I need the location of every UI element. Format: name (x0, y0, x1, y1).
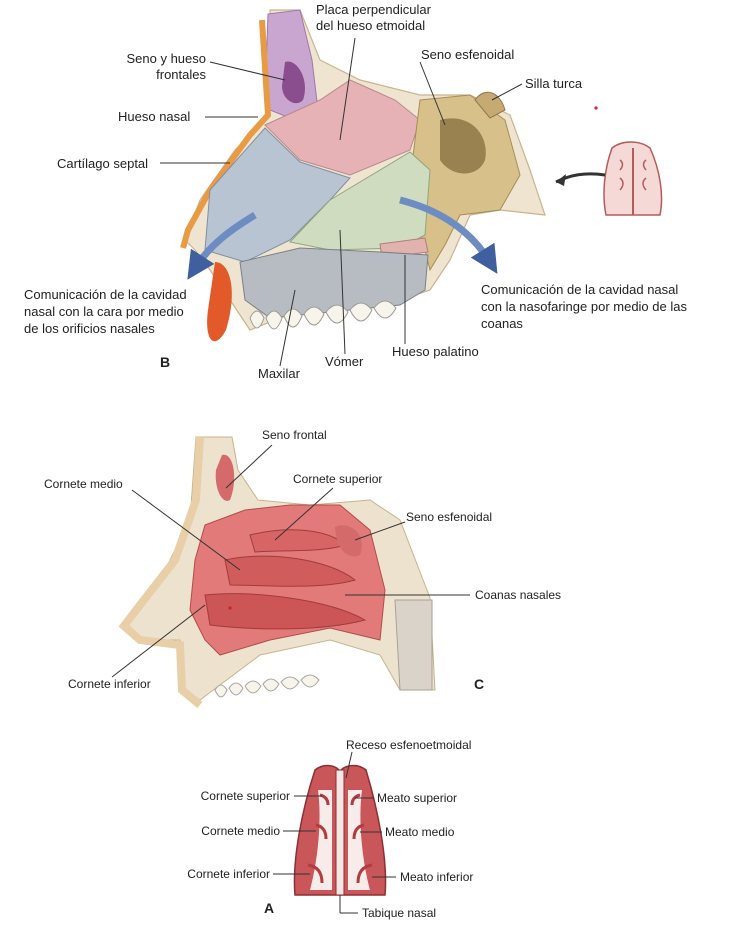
frontal-sinus (282, 61, 305, 104)
panel-a-illustration (273, 751, 396, 914)
inferior-concha-shape (204, 593, 367, 630)
panel-a-leader-lines (273, 751, 396, 914)
panel-b-letter: B (160, 354, 171, 370)
red-dot-marker (594, 106, 598, 110)
label-frontal-line2: frontales (156, 67, 206, 82)
label-face-comm-line2: nasal con la cara por medio (24, 304, 184, 319)
label-palatine-bone: Hueso palatino (392, 344, 479, 359)
label-naso-comm-line1: Comunicación de la cavidad nasal (481, 282, 679, 297)
inset-pointer-arrowhead (556, 174, 566, 186)
label-inferior-meatus: Meato inferior (400, 870, 474, 884)
face-communication-arrow (187, 211, 257, 280)
inset-septum-icon (603, 141, 663, 216)
label-middle-concha-c: Cornete medio (44, 477, 123, 491)
nasal-septum-shape (335, 769, 345, 896)
panel-b-illustration (160, 9, 663, 367)
label-nasal-bone: Hueso nasal (118, 109, 191, 124)
left-air-passage (310, 790, 332, 890)
sella-turcica (474, 91, 506, 119)
sphenoid-sinus-c (335, 525, 362, 557)
panel-c-leader-lines (111, 444, 470, 678)
label-naso-comm-line3: coanas (481, 316, 523, 331)
label-sphenoid-sinus-b: Seno esfenoidal (421, 47, 515, 62)
label-face-comm-line1: Comunicación de la cavidad (24, 287, 187, 302)
label-nasal-septum: Tabique nasal (362, 906, 437, 920)
label-sella-turcica: Silla turca (525, 76, 583, 91)
label-inferior-concha-a: Cornete inferior (187, 867, 270, 881)
label-ethmoid-plate-line1: Placa perpendicular (316, 2, 431, 17)
label-nasopharynx-communication: Comunicación de la cavidad nasal con la … (481, 281, 687, 332)
skin-outline (118, 436, 204, 709)
label-inferior-concha-c: Cornete inferior (68, 677, 151, 691)
maxilla (239, 247, 429, 319)
label-choanae: Coanas nasales (475, 588, 562, 602)
label-middle-concha-a: Cornete medio (201, 824, 280, 838)
label-sphenoid-sinus-c: Seno esfenoidal (406, 510, 493, 524)
right-air-passage (348, 790, 370, 890)
label-superior-concha-c: Cornete superior (293, 472, 383, 486)
frontal-sinus-c (215, 454, 235, 501)
red-dot-marker-c (228, 606, 232, 610)
label-frontal-sinus-bone: Seno y hueso frontales (98, 51, 206, 83)
panel-a-letter: A (264, 900, 275, 916)
teeth (249, 300, 397, 330)
panel-c-letter: C (474, 676, 485, 692)
label-naso-comm-line2: con la nasofaringe por medio de las (481, 299, 687, 314)
label-middle-meatus: Meato medio (385, 825, 455, 839)
label-superior-meatus: Meato superior (377, 791, 458, 805)
nasal-vestibule (207, 262, 232, 342)
label-face-communication: Comunicación de la cavidad nasal con la … (24, 286, 187, 337)
label-septal-cartilage: Cartílago septal (57, 156, 149, 171)
label-frontal-line1: Seno y hueso (126, 51, 206, 66)
middle-concha-shape (224, 555, 357, 587)
conchae-curls (307, 793, 373, 884)
label-sphenoethmoidal-recess: Receso esfenoetmoidal (346, 738, 472, 752)
label-ethmoid-plate: Placa perpendicular del hueso etmoidal (316, 2, 431, 34)
label-superior-concha-a: Cornete superior (200, 789, 290, 803)
label-vomer: Vómer (325, 354, 364, 369)
label-maxilla: Maxilar (258, 366, 300, 381)
label-face-comm-line3: de los orificios nasales (24, 321, 155, 336)
posterior-wall (394, 599, 433, 691)
teeth-c (214, 674, 320, 698)
sphenoid-sinus (440, 118, 486, 174)
panel-b-leader-lines (160, 37, 523, 367)
panel-c-illustration (111, 436, 470, 709)
label-ethmoid-plate-line2: del hueso etmoidal (316, 18, 426, 33)
label-frontal-sinus-c: Seno frontal (262, 428, 327, 442)
choanae-communication-arrow (399, 196, 498, 274)
